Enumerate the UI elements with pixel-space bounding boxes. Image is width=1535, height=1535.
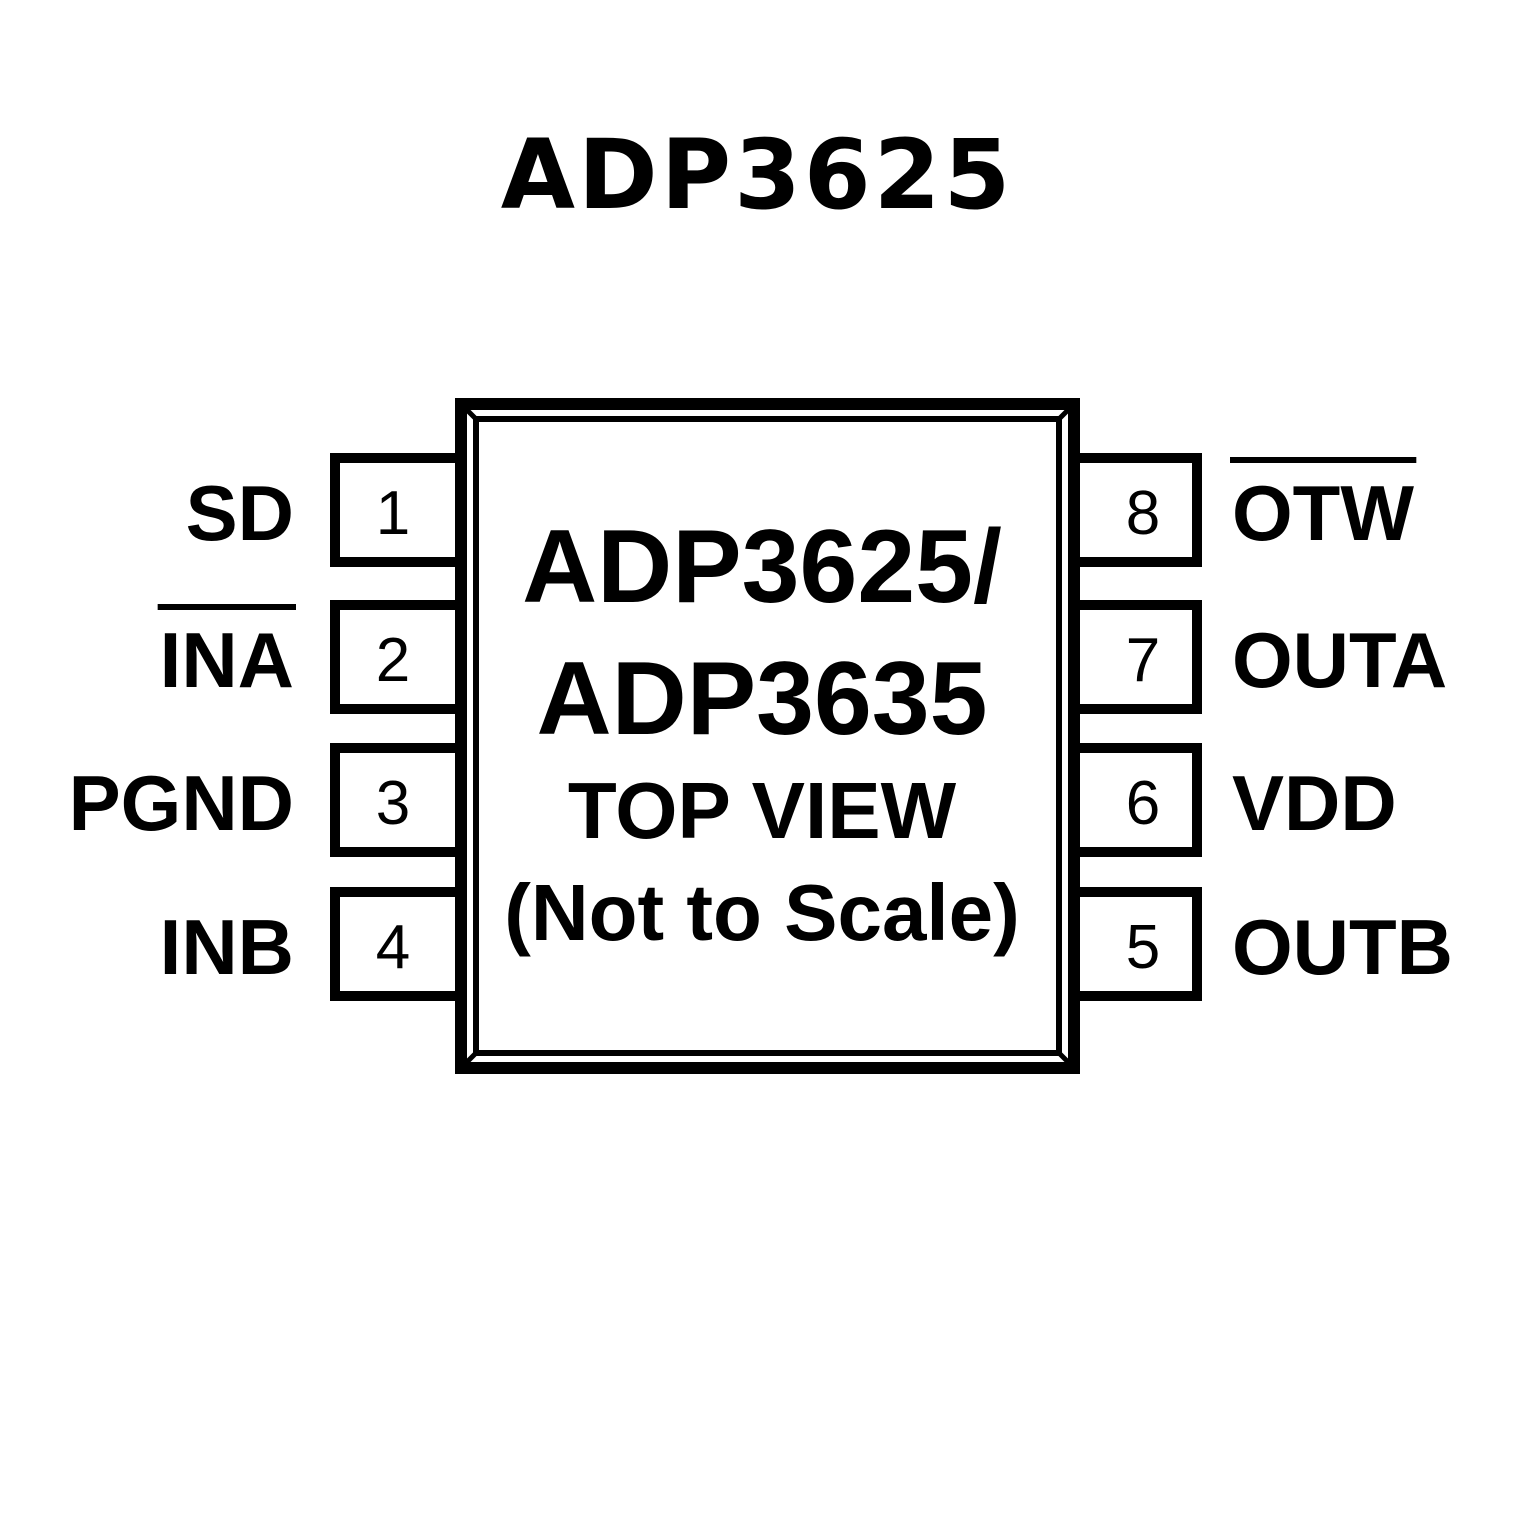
- pin-name: OUTA: [1232, 616, 1447, 704]
- pin-8: 8 OTW: [1080, 453, 1417, 567]
- pin-number: 4: [376, 913, 410, 982]
- pin-name: PGND: [69, 759, 294, 847]
- pin-lead: [1080, 600, 1202, 714]
- pin-name: OUTB: [1232, 903, 1453, 991]
- pin-4: 4 INB: [160, 887, 455, 1001]
- pin-lead: [1080, 453, 1202, 567]
- pin-5: 5 OUTB: [1080, 887, 1453, 1001]
- pin-number: 1: [376, 479, 410, 548]
- pin-name: INB: [160, 903, 294, 991]
- pin-lead: [330, 453, 455, 567]
- pins: 1 SD 2 INA 3 PGND 4 INB 8 OTW 7 OUTA 6 VDD 5 OUTB: [69, 453, 1453, 1001]
- pin-lead: [1080, 743, 1202, 857]
- pin-6: 6 VDD: [1080, 743, 1397, 857]
- pin-number: 8: [1126, 479, 1160, 548]
- pin-lead: [330, 743, 455, 857]
- diagram-title: ADP3625: [501, 119, 1014, 231]
- pin-number: 6: [1126, 769, 1160, 838]
- pin-7: 7 OUTA: [1080, 600, 1447, 714]
- pin-name: VDD: [1232, 759, 1397, 847]
- pin-3: 3 PGND: [69, 743, 455, 857]
- chip-part-number-1: ADP3625/: [522, 509, 1002, 625]
- pin-2: 2 INA: [157, 600, 455, 714]
- pin-number: 5: [1126, 913, 1160, 982]
- top-view-label: TOP VIEW: [568, 766, 957, 855]
- not-to-scale-label: (Not to Scale): [504, 868, 1020, 957]
- chip-part-number-2: ADP3635: [537, 641, 988, 757]
- pin-number: 7: [1126, 626, 1160, 695]
- pin-number: 3: [376, 769, 410, 838]
- pin-name: INA: [160, 616, 294, 704]
- pin-name: OTW: [1232, 469, 1414, 557]
- pin-lead: [1080, 887, 1202, 1001]
- pin-1: 1 SD: [186, 453, 455, 567]
- pin-number: 2: [376, 626, 410, 695]
- chip-package: [455, 398, 1080, 1074]
- pin-lead: [330, 600, 455, 714]
- pin-lead: [330, 887, 455, 1001]
- pin-name: SD: [186, 469, 294, 557]
